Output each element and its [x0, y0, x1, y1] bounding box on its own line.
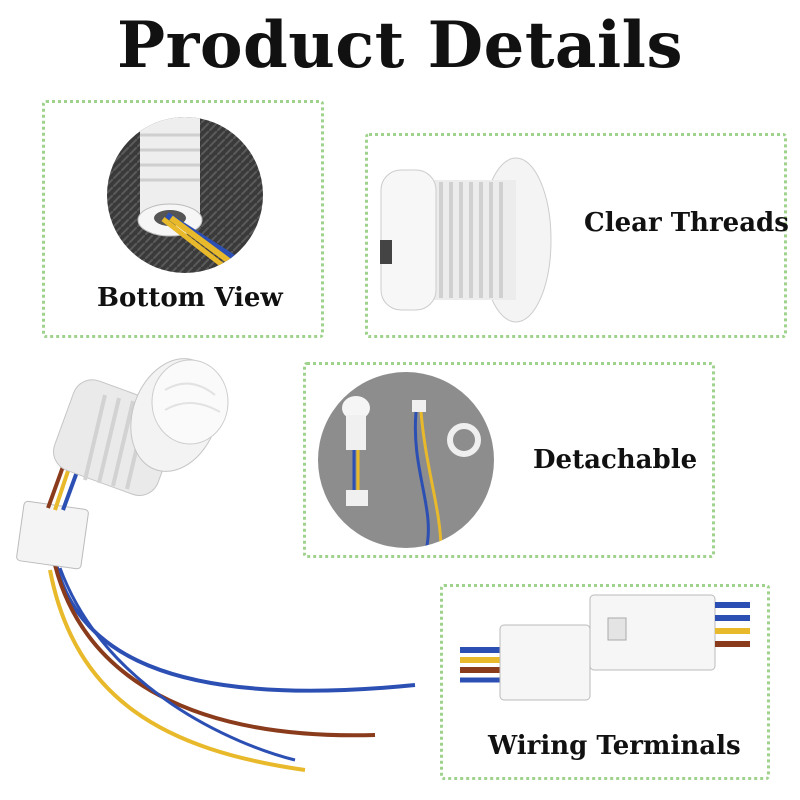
wiring-terminals-photo — [460, 594, 750, 701]
bottom-view-photo — [107, 117, 263, 273]
wiring-terminals-label: Wiring Terminals — [488, 731, 741, 761]
bottom-view-panel — [42, 100, 324, 338]
wiring-terminals-panel — [440, 584, 770, 780]
detachable-label: Detachable — [533, 445, 698, 475]
clear-threads-panel — [365, 133, 787, 338]
page-title: Product Details — [116, 8, 684, 83]
clear-threads-label: Clear Threads — [584, 208, 789, 238]
detachable-photo — [318, 372, 494, 548]
detachable-panel — [303, 362, 715, 558]
clear-threads-photo — [380, 157, 552, 323]
pir-sensor-photo — [16, 358, 416, 772]
bottom-view-label: Bottom View — [97, 283, 283, 313]
